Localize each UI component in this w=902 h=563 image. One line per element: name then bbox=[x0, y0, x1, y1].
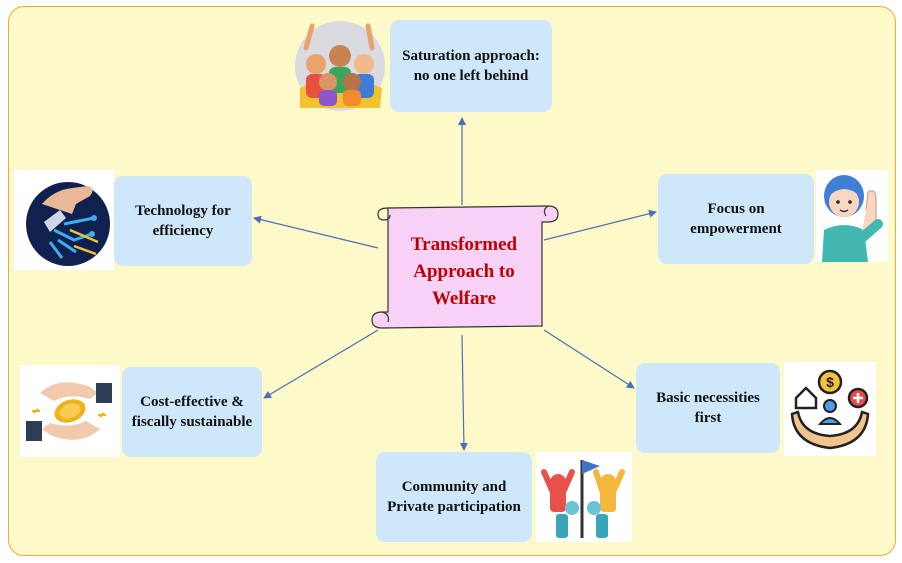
arrow-to-technology bbox=[253, 215, 379, 249]
people-with-flag-icon bbox=[536, 452, 632, 542]
node-empowerment: Focus on empowerment bbox=[658, 174, 814, 264]
arrow-to-necessities bbox=[543, 329, 635, 389]
hands-passing-coin-icon bbox=[20, 365, 120, 457]
svg-text:$: $ bbox=[826, 374, 834, 390]
node-necessities: Basic necessities first bbox=[636, 363, 780, 453]
node-cost: Cost-effective & fiscally sustainable bbox=[122, 367, 262, 457]
arrow-to-empowerment bbox=[543, 209, 657, 241]
crowd-of-people-icon bbox=[295, 21, 385, 111]
hands-holding-needs-icon: $ bbox=[784, 362, 876, 456]
center-scroll-shape bbox=[371, 205, 559, 329]
node-saturation: Saturation approach: no one left behind bbox=[390, 20, 552, 112]
robot-hand-circuit-icon bbox=[14, 170, 114, 270]
node-community: Community and Private participation bbox=[376, 452, 532, 542]
flexing-person-icon bbox=[816, 170, 888, 262]
arrow-to-community bbox=[459, 334, 468, 451]
center-title: Transformed Approach to Welfare bbox=[410, 233, 518, 309]
arrow-to-cost bbox=[263, 329, 379, 399]
node-technology: Technology for efficiency bbox=[114, 176, 252, 266]
